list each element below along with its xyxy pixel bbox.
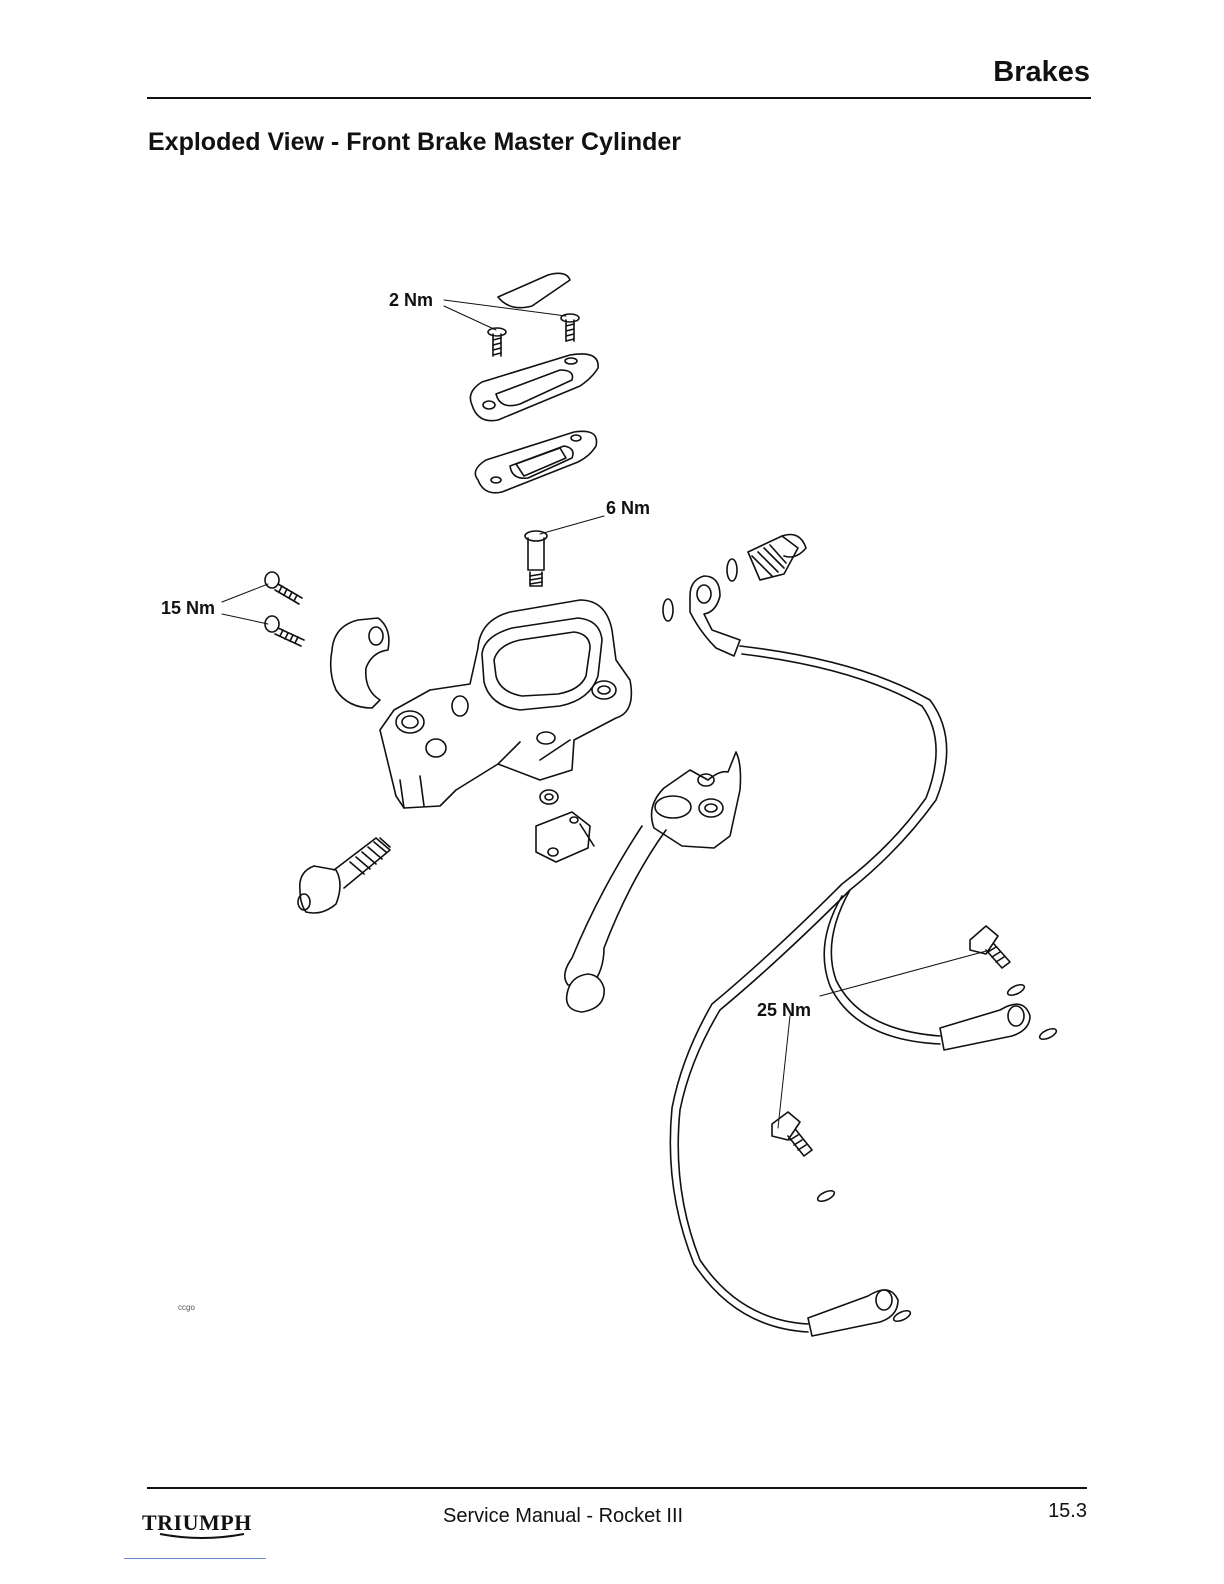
- switch-nut: [540, 790, 558, 804]
- upper-washer-a: [727, 559, 737, 581]
- clamp-bolt-upper: [265, 572, 302, 604]
- lower-left-hose-fitting: [808, 1290, 898, 1336]
- upper-washer-b: [663, 599, 673, 621]
- clamp-bolt-lower: [265, 616, 304, 646]
- svg-text:TRIUMPH: TRIUMPH: [142, 1510, 252, 1535]
- diaphragm: [475, 431, 596, 493]
- brake-lever: [565, 752, 741, 1012]
- footer-rule: [147, 1487, 1087, 1489]
- master-cylinder-body: [380, 600, 631, 808]
- piston-assembly: [298, 838, 390, 913]
- torque-label-25nm: 25 Nm: [757, 1000, 811, 1020]
- cap-plate: [470, 354, 598, 421]
- lower-washer-a: [816, 1189, 836, 1204]
- torque-label-6nm: 6 Nm: [606, 498, 650, 518]
- cap-screw-right: [561, 314, 579, 341]
- link-underline: [124, 1558, 266, 1559]
- reservoir-cap: [498, 273, 570, 307]
- upper-hose-fitting: [690, 576, 740, 656]
- right-washer-b: [1038, 1027, 1058, 1042]
- triumph-logo: TRIUMPH: [140, 1506, 270, 1542]
- upper-banjo-bolt: [748, 535, 806, 581]
- drawing-reference: ccgo: [178, 1303, 195, 1312]
- page-number: 15.3: [1048, 1500, 1087, 1523]
- torque-label-15nm: 15 Nm: [161, 598, 215, 618]
- right-washer-a: [1006, 983, 1026, 998]
- brake-hose: [670, 646, 946, 1332]
- brake-light-switch: [536, 812, 594, 862]
- lower-banjo-bolt: [772, 1112, 812, 1156]
- pivot-bolt: [525, 531, 547, 586]
- footer-title: Service Manual - Rocket III: [443, 1505, 683, 1528]
- torque-label-2nm: 2 Nm: [389, 290, 433, 310]
- right-banjo-bolt: [970, 926, 1010, 968]
- cap-screw-left: [488, 328, 506, 356]
- handlebar-clamp: [331, 618, 389, 708]
- lower-right-hose-fitting: [940, 1004, 1030, 1050]
